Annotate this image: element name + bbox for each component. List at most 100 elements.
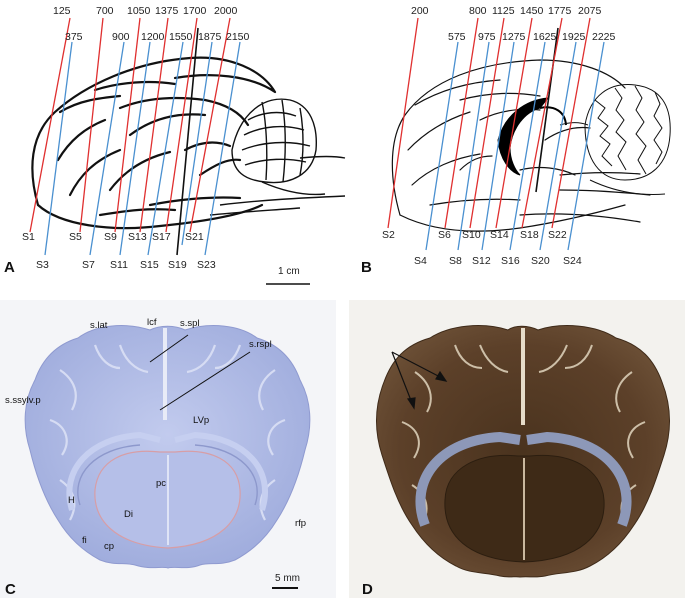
section-label: S2 [382, 229, 395, 241]
hippocampus-left-d [415, 431, 521, 527]
hippocampus-left-c [66, 431, 161, 511]
top-number: 800 [469, 5, 487, 17]
arrow-head-icon [435, 370, 448, 382]
panel-label-b: B [361, 259, 372, 276]
section-label: S22 [548, 229, 567, 241]
section-label: S13 [128, 231, 147, 243]
line-1625 [509, 41, 546, 251]
section-label: S21 [185, 231, 204, 243]
line-2075 [551, 17, 591, 229]
line-375 [44, 41, 73, 256]
label-s-rspl: s.rspl [249, 339, 272, 350]
label-fi: fi [82, 535, 87, 546]
top-number: 1775 [548, 5, 572, 17]
panel-b: 200 800 1125 1450 1775 2075 575 975 1275… [361, 5, 671, 276]
brain-drawing-b [391, 59, 651, 232]
section-label: S9 [104, 231, 117, 243]
label-h: H [68, 495, 75, 506]
top-number: 2075 [578, 5, 602, 17]
section-label: S19 [168, 259, 187, 271]
section-label: S12 [472, 255, 491, 267]
top-number: 200 [411, 5, 429, 17]
hippocampus-right-d [526, 431, 632, 527]
line-575 [425, 41, 459, 251]
top-number: 1450 [520, 5, 544, 17]
line-1775 [521, 17, 563, 229]
section-lines-b [387, 17, 605, 251]
line-2150 [204, 41, 241, 256]
mid-number: 375 [65, 31, 83, 43]
panel-label-a: A [4, 259, 15, 276]
section-label: S1 [22, 231, 35, 243]
mid-number: 2150 [226, 31, 250, 43]
line-black-a [176, 27, 199, 256]
arrow-1 [391, 351, 443, 379]
label-pc: pc [156, 478, 166, 489]
hippocampus-right-c [174, 431, 269, 511]
line-1925 [539, 41, 577, 251]
mid-number: 2225 [592, 31, 616, 43]
mid-number: 1200 [141, 31, 165, 43]
brain-drawing-a [31, 56, 277, 230]
section-label: S8 [449, 255, 462, 267]
section-label: S20 [531, 255, 550, 267]
numbers-a: 125 700 1050 1375 1700 2000 375 900 1200… [22, 5, 250, 271]
arrow-head-icon [406, 397, 416, 410]
line-1200 [119, 41, 151, 256]
top-number: 125 [53, 5, 71, 17]
line-1050 [114, 17, 141, 233]
label-lcf: lcf [147, 317, 157, 328]
section-label: S14 [490, 229, 509, 241]
hippocampus-edge-right-c [194, 444, 258, 506]
line-1550 [147, 41, 184, 256]
section-label: S10 [462, 229, 481, 241]
section-label: S16 [501, 255, 520, 267]
mid-number: 900 [112, 31, 130, 43]
label-di: Di [124, 509, 133, 520]
arrows-d [391, 351, 448, 410]
mid-number: 975 [478, 31, 496, 43]
section-label: S11 [110, 259, 128, 271]
line-800 [444, 17, 479, 229]
label-s-ssylv-p: s.ssylv.p [5, 395, 41, 406]
label-cp: cp [104, 541, 114, 552]
top-number: 2000 [214, 5, 238, 17]
section-lines-a [29, 17, 241, 256]
top-number: 1050 [127, 5, 151, 17]
section-label: S3 [36, 259, 49, 271]
top-number: 1375 [155, 5, 179, 17]
white-matter-d [401, 344, 646, 526]
pointer-s-rspl [159, 351, 251, 411]
section-label: S18 [520, 229, 539, 241]
line-200 [387, 17, 419, 229]
line-1375 [139, 17, 169, 233]
hippocampus-edge-left-c [77, 444, 141, 506]
corpus-callosum-arc-b [539, 106, 567, 126]
line-1700 [165, 17, 198, 233]
top-number: 700 [96, 5, 114, 17]
mid-number: 1275 [502, 31, 526, 43]
scale-label-c: 5 mm [275, 573, 300, 584]
panel-label-c: C [5, 581, 16, 598]
panel-c: s.lat lcf s.spl s.rspl s.ssylv.p LVp pc … [0, 300, 336, 598]
line-1275 [481, 41, 515, 251]
section-label: S4 [414, 255, 427, 267]
line-1875 [181, 41, 213, 246]
pointer-s-spl [149, 334, 189, 363]
section-label: S7 [82, 259, 95, 271]
line-900 [89, 41, 125, 256]
label-lvp: LVp [193, 415, 209, 426]
section-label: S6 [438, 229, 451, 241]
line-2225 [567, 41, 605, 251]
label-s-spl: s.spl [180, 318, 200, 329]
section-label: S23 [197, 259, 216, 271]
line-1125 [469, 17, 505, 229]
section-label: S5 [69, 231, 82, 243]
cerebellum-b [559, 84, 671, 195]
mid-number: 1875 [198, 31, 222, 43]
panel-d: D [349, 300, 685, 598]
mid-number: 1625 [533, 31, 557, 43]
line-1450 [495, 17, 533, 229]
label-rfp: rfp [295, 518, 306, 529]
